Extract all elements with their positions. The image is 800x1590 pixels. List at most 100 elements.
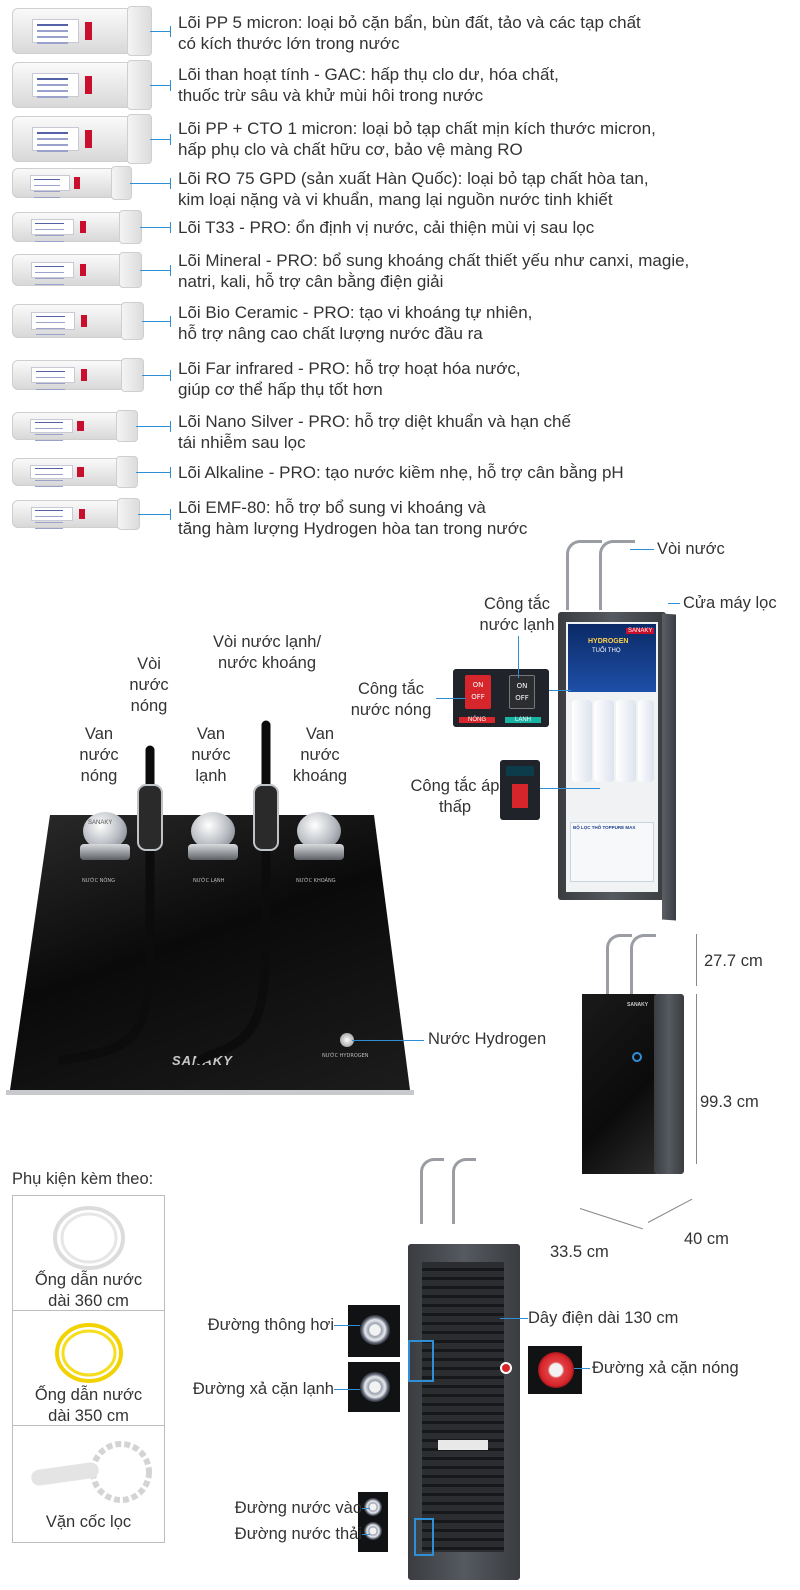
filter-pointer-line	[150, 26, 171, 37]
cold-switch[interactable]: ON OFF	[509, 675, 535, 709]
filter-pointer-line	[140, 265, 171, 276]
dim-line-height	[696, 994, 697, 1164]
hot-drain-port	[538, 1352, 574, 1388]
dim-brand-logo: SANAKY	[627, 1002, 649, 1008]
cartridge-brand-mark	[78, 508, 85, 520]
filter-pointer-line	[142, 316, 171, 327]
callout-cold-switch: Công tắc nước lạnh	[479, 595, 555, 634]
faucet-pointer-line	[630, 549, 654, 550]
faucet-left	[566, 540, 602, 610]
kit-label: BỘ LỌC THÔ TOPPURE MAX	[573, 825, 636, 830]
label-mineral-water: NƯỚC KHOÁNG	[296, 878, 336, 884]
filter-cartridge-image	[12, 302, 144, 340]
filter-description-line1: Lõi PP + CTO 1 micron: loại bỏ tạp chất …	[178, 119, 656, 138]
cartridge-brand-mark	[79, 221, 86, 233]
cartridge-cap	[110, 166, 132, 200]
filter-cartridge-image	[12, 114, 152, 164]
cold-drain-port	[360, 1372, 390, 1402]
dim-hydrogen-button[interactable]	[632, 1052, 642, 1062]
hot-switch[interactable]: ON OFF	[465, 675, 491, 709]
filter-pointer-line	[136, 421, 171, 432]
filter-description: Lõi PP 5 micron: loại bỏ cặn bẩn, bùn đấ…	[178, 12, 788, 54]
power-cord-pointer	[500, 1318, 528, 1319]
back-faucet-right	[452, 1158, 476, 1224]
filter-pointer-line	[142, 370, 171, 381]
door-pointer-line	[668, 603, 680, 604]
hot-drain-port-small	[500, 1362, 512, 1374]
filter-cartridge-image	[12, 498, 140, 530]
cartridge-label	[30, 219, 75, 235]
filter-cartridge-image	[12, 358, 144, 392]
label-hot-water: NƯỚC NÓNG	[82, 878, 115, 884]
filter-pointer-line	[138, 509, 171, 520]
filter-description: Lõi Alkaline - PRO: tạo nước kiềm nhẹ, h…	[178, 462, 788, 483]
cartridge-brand-mark	[80, 314, 88, 328]
vent-port-box	[348, 1305, 400, 1357]
cartridge-label	[30, 261, 75, 279]
filter-description-line1: Lõi T33 - PRO: ổn định vị nước, cải thiệ…	[178, 218, 595, 237]
cartridge-cap	[120, 302, 144, 340]
switch-bridge-line	[549, 690, 571, 691]
filter-pointer-line	[140, 222, 171, 233]
callout-water-inlet: Đường nước vào	[234, 1499, 362, 1517]
filter-description: Lõi PP + CTO 1 micron: loại bỏ tạp chất …	[178, 118, 788, 160]
filter-description-line2: giúp cơ thể hấp thụ tốt hơn	[178, 380, 383, 399]
mineral-valve-knob[interactable]	[297, 812, 341, 850]
filter-pointer-line	[130, 178, 171, 189]
cartridge-brand-mark	[80, 369, 88, 381]
cartridge-cap	[117, 498, 140, 530]
callout-hot-drain: Đường xả cặn nóng	[592, 1359, 739, 1377]
cold-switch-label: LẠNH	[505, 717, 541, 723]
callout-waste-outlet: Đường nước thải	[234, 1525, 362, 1543]
filter-description-line2: thuốc trừ sâu và khử mùi hôi trong nước	[178, 86, 484, 105]
callout-mineral-valve: Van nước khoáng	[292, 725, 348, 785]
inlet-pointer	[362, 1508, 370, 1509]
callout-cold-drain: Đường xả cặn lạnh	[192, 1380, 334, 1398]
cartridge-cap	[115, 410, 138, 442]
low-pressure-switch-box	[500, 760, 540, 820]
dim-line-depth	[647, 1198, 693, 1223]
filter-description-line2: tăng hàm lượng Hydrogen hòa tan trong nư…	[178, 519, 528, 538]
accessory-item-tube-360: Ống dẫn nước dài 360 cm	[12, 1195, 165, 1311]
internal-filter-1	[572, 700, 592, 782]
internal-filter-4	[638, 700, 654, 782]
filter-description: Lõi Mineral - PRO: bổ sung khoáng chất t…	[178, 250, 788, 292]
filter-description-line1: Lõi Alkaline - PRO: tạo nước kiềm nhẹ, h…	[178, 463, 624, 482]
callout-hydrogen: Nước Hydrogen	[428, 1030, 547, 1048]
accessory-item-wrench: Vặn cốc lọc	[12, 1425, 165, 1543]
hydrogen-button[interactable]	[340, 1033, 354, 1047]
filter-wrench-icon	[31, 1441, 152, 1503]
accessory-1-line2: dài 360 cm	[48, 1292, 129, 1310]
cold-drain-pointer	[334, 1389, 360, 1390]
poster-panel: SANAKY HYDROGEN TUỔI THỌ	[568, 624, 656, 692]
faucet-right	[599, 540, 635, 610]
cartridge-label	[30, 418, 73, 434]
callout-cabinet-door: Cửa máy lọc	[683, 594, 777, 612]
low-pressure-switch[interactable]	[512, 784, 528, 808]
callout-hot-valve: Van nước nóng	[79, 725, 119, 785]
callout-hot-tap: Vòi nước nóng	[129, 655, 169, 715]
cartridge-label	[31, 312, 76, 330]
cartridge-cap	[115, 456, 138, 488]
dim-front-glass	[582, 994, 656, 1174]
cartridge-label	[30, 464, 73, 480]
cartridge-brand-mark	[77, 420, 84, 432]
hot-water-spout	[57, 745, 163, 1065]
cabinet-door[interactable]	[662, 613, 676, 921]
accessory-item-tube-350: Ống dẫn nước dài 350 cm	[12, 1310, 165, 1426]
filter-pointer-line	[150, 80, 171, 91]
filter-pointer-line	[136, 467, 171, 478]
filter-cartridge-image	[12, 456, 138, 488]
callout-low-pressure-switch: Công tắc áp thấp	[410, 777, 500, 816]
clear-tube-icon	[53, 1206, 125, 1270]
cartridge-cap	[127, 60, 152, 110]
filter-cartridge-image	[12, 410, 138, 442]
hot-valve-knob[interactable]	[83, 812, 127, 850]
cold-valve-knob[interactable]	[191, 812, 235, 850]
dim-faucet-right	[630, 934, 656, 994]
hot-drain-pointer	[574, 1368, 590, 1369]
accessories-title: Phụ kiện kèm theo:	[12, 1170, 154, 1188]
cartridge-cap	[127, 6, 152, 56]
filter-description-line1: Lõi Nano Silver - PRO: hỗ trợ diệt khuẩn…	[178, 412, 571, 431]
